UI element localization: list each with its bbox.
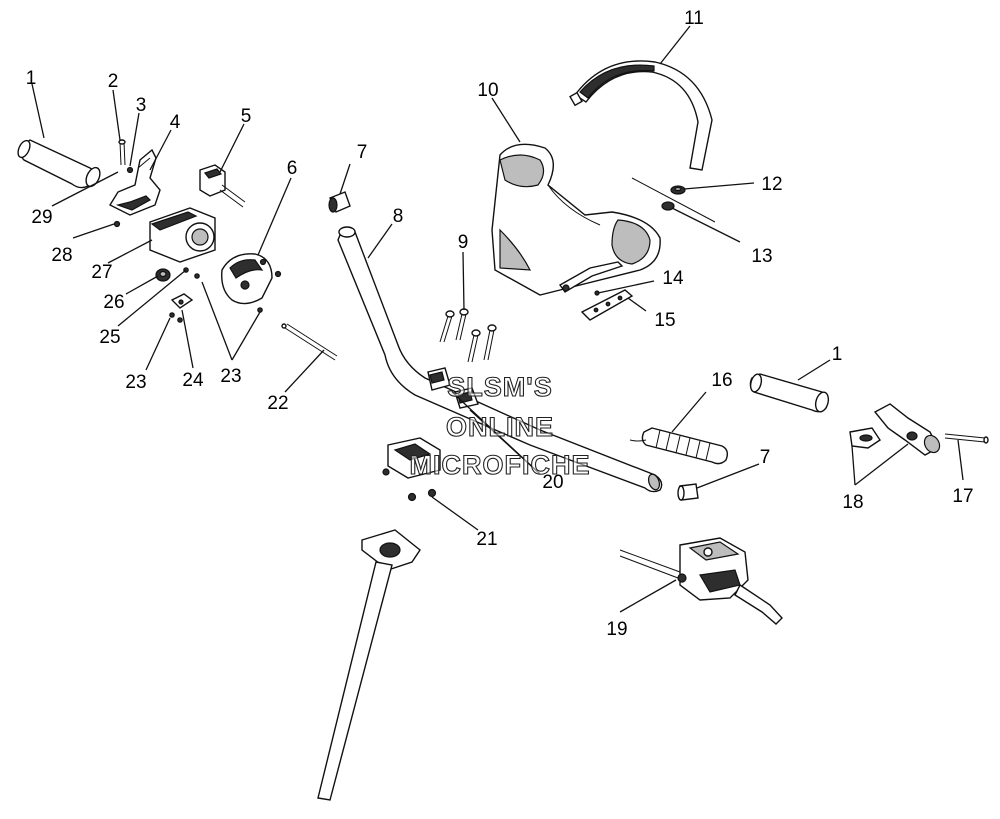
part-7-top-plug xyxy=(328,191,351,213)
part-17-pin xyxy=(944,433,989,444)
callout-2: 2 xyxy=(108,71,119,92)
part-9-bolts xyxy=(439,308,497,363)
part-10-hood xyxy=(491,143,661,296)
callout-labels: 1 2 3 4 5 6 7 8 9 10 11 12 13 14 15 16 7… xyxy=(26,8,974,640)
callout-24: 24 xyxy=(182,370,204,391)
callout-18: 18 xyxy=(842,492,863,513)
callout-14: 14 xyxy=(662,268,684,289)
part-13-nut xyxy=(661,201,675,211)
part-1-right-grip xyxy=(749,373,830,413)
lower-clamp xyxy=(382,437,441,479)
part-24-bracket xyxy=(170,293,194,309)
part-25-screws xyxy=(183,267,200,279)
part-23-screws xyxy=(169,307,263,323)
watermark-line-1: SLSM'S xyxy=(447,372,552,402)
callout-21: 21 xyxy=(476,529,497,550)
callout-28: 28 xyxy=(51,245,72,266)
callout-7-top: 7 xyxy=(357,142,368,163)
watermark: SLSM'S ONLINE MICROFICHE xyxy=(409,371,591,480)
part-15-bracket xyxy=(580,289,634,321)
callout-19: 19 xyxy=(606,619,627,640)
part-5-switch xyxy=(199,164,246,208)
part-21-nuts xyxy=(407,488,437,502)
part-18-boots xyxy=(849,403,941,456)
part-14-clip xyxy=(558,261,624,296)
part-28-nut xyxy=(113,220,121,228)
callout-10: 10 xyxy=(477,80,498,101)
callout-4: 4 xyxy=(170,112,181,133)
part-26-nut xyxy=(155,268,171,282)
callout-23-left: 23 xyxy=(125,372,146,393)
part-22-throttle-cable xyxy=(281,323,338,361)
callout-29: 29 xyxy=(31,207,52,228)
part-11-bezel xyxy=(569,60,713,171)
callout-27: 27 xyxy=(91,262,112,283)
watermark-line-2: ONLINE xyxy=(446,412,554,442)
callout-22: 22 xyxy=(267,393,288,414)
callout-1-right: 1 xyxy=(832,344,843,365)
callout-12: 12 xyxy=(761,174,782,195)
leader-lines xyxy=(31,25,964,613)
callout-6: 6 xyxy=(287,158,298,179)
part-1-left-grip xyxy=(17,139,101,189)
part-20-clamps xyxy=(427,367,479,409)
watermark-line-3: MICROFICHE xyxy=(410,450,591,480)
callout-3: 3 xyxy=(136,95,147,116)
part-27-throttle-housing xyxy=(149,207,216,263)
part-8-handlebar xyxy=(337,226,663,493)
callout-25: 25 xyxy=(99,327,120,348)
part-16-heated-grip xyxy=(629,427,729,465)
steering-post xyxy=(317,529,421,801)
alignment-line xyxy=(631,177,716,223)
part-19-brake-lever-assembly xyxy=(619,537,783,625)
part-7-lower-plug xyxy=(677,483,699,501)
part-2-pin xyxy=(118,139,126,166)
callout-26: 26 xyxy=(103,292,124,313)
callout-20: 20 xyxy=(542,472,563,493)
part-3-washer xyxy=(126,166,134,174)
callout-16: 16 xyxy=(711,370,732,391)
callout-9: 9 xyxy=(458,232,469,253)
callout-11: 11 xyxy=(684,8,704,29)
part-6-cover xyxy=(221,253,282,305)
callout-7-lower: 7 xyxy=(760,447,771,468)
callout-17: 17 xyxy=(952,486,973,507)
callout-23-right: 23 xyxy=(220,366,241,387)
callout-8: 8 xyxy=(393,206,404,227)
callout-15: 15 xyxy=(654,310,675,331)
part-4-throttle-lever xyxy=(109,148,161,216)
callout-1-left: 1 xyxy=(26,68,37,89)
callout-5: 5 xyxy=(241,106,252,127)
part-12-grommet xyxy=(670,185,686,195)
callout-13: 13 xyxy=(751,246,772,267)
